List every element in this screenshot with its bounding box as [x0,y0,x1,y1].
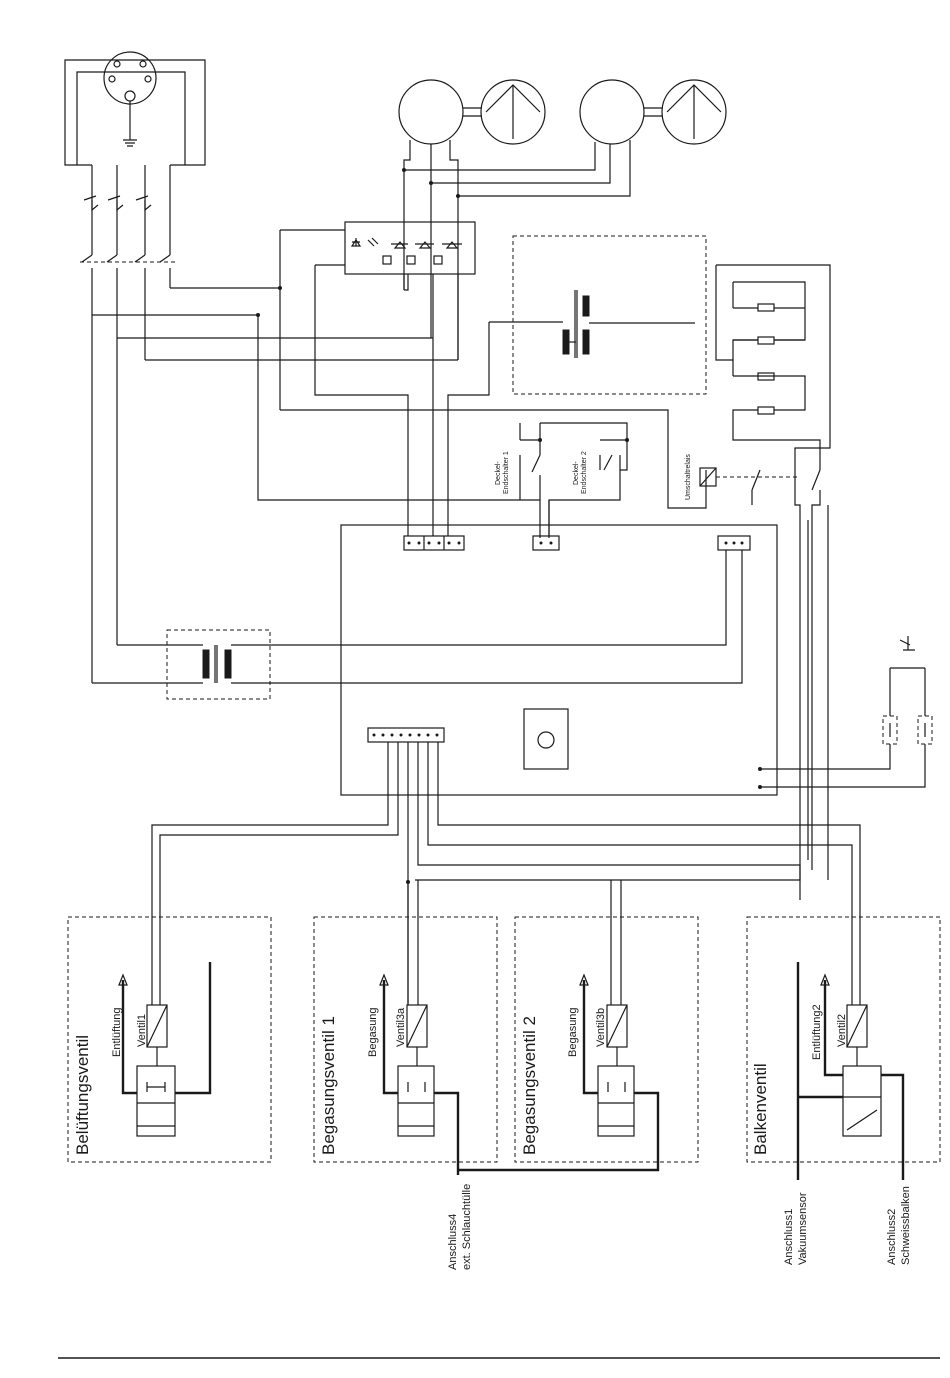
port4-label-2: ext. Schlauchtülle [461,1184,473,1270]
port1-label-1: Anschluss1 [783,1209,795,1265]
port4-label-1: Anschluss4 [447,1214,459,1270]
valve3b-name-label: Ventil3b [595,1008,607,1047]
lid-switch1-label-1: Deckel- [495,461,502,485]
fan-wiring [402,140,630,360]
section-label-begasung2: Begasungsventil 2 [520,1016,539,1155]
valve-3b [458,975,658,1170]
section-label-beluftung: Belüftungsventil [73,1035,92,1155]
main-switches [80,196,458,683]
lid-switch2-label-1: Deckel- [573,461,580,485]
fan-motor-1 [399,80,545,144]
lid-switches [258,315,706,538]
valve1-func-label: Entlüftung [111,1007,123,1057]
valve-2 [798,962,903,1180]
port2-label-2: Schweissbalken [900,1186,912,1265]
valve1-name-label: Ventil1 [136,1014,148,1047]
valve3b-func-label: Begasung [567,1007,579,1057]
fan-motor-2 [580,80,726,144]
vacuum-switch [758,636,932,789]
valve2-func-label: Entlüftung2 [811,1004,823,1060]
control-board [341,500,777,795]
transformer-bottom [92,550,742,699]
port1-label-2: Vakuumsensor [797,1192,809,1265]
section-label-begasung1: Begasungsventil 1 [319,1016,338,1155]
valve-1 [119,962,210,1136]
relay-label: Umschaltrelais [685,454,692,500]
power-connector [65,52,205,255]
valve3a-name-label: Ventil3a [395,1007,407,1047]
section-label-balken: Balkenventil [751,1063,770,1155]
lid-switch2-label-2: Endschalter 2 [581,451,588,494]
lid-switch1-label-2: Endschalter 1 [503,451,510,494]
valve-wiring [152,742,860,1005]
valve2-name-label: Ventil2 [836,1014,848,1047]
changeover-relay [700,468,828,900]
transformer-top [448,236,706,538]
section-beluftung [68,917,271,1162]
heater-resistors [716,265,830,470]
solid-state-relay [256,222,475,538]
valve-3a [380,975,458,1175]
port2-label-1: Anschluss2 [886,1209,898,1265]
valve3a-func-label: Begasung [367,1007,379,1057]
